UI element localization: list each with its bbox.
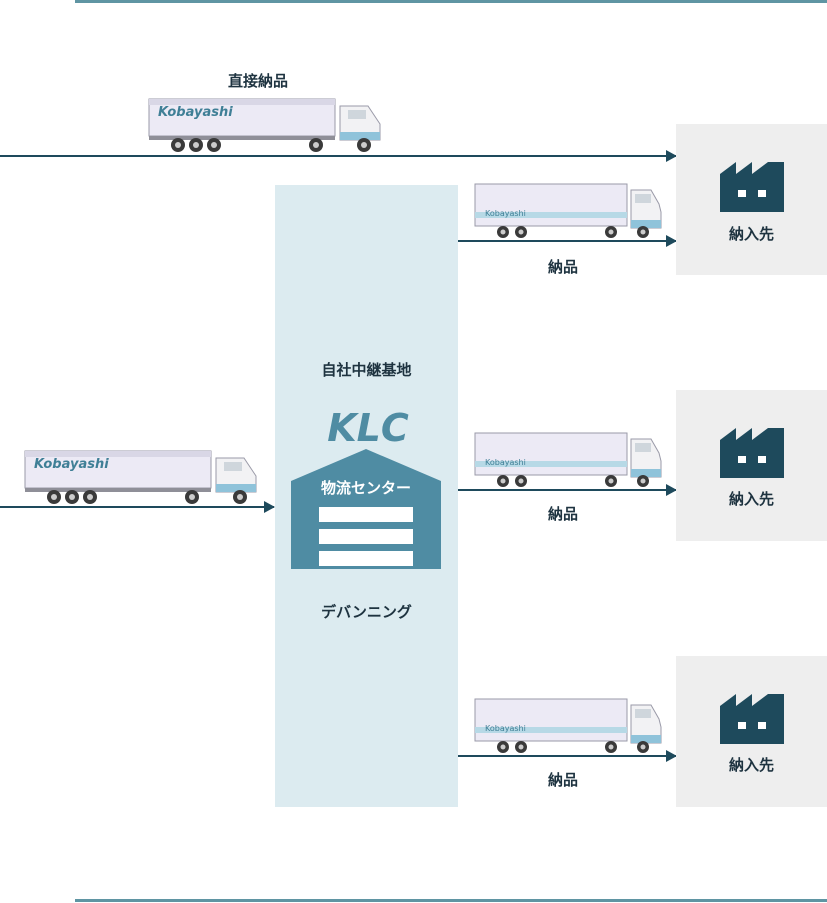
factory-icon (720, 162, 784, 212)
delivery-label-3: 納品 (547, 771, 578, 789)
svg-text:Kobayashi: Kobayashi (485, 209, 526, 218)
top-rule (75, 0, 827, 3)
incoming-arrow (0, 501, 275, 513)
destination-box-1: 納入先 (676, 124, 827, 275)
devanning-label: デバンニング (321, 603, 412, 621)
trailer-brand-text: Kobayashi (34, 457, 109, 472)
warehouse-label: 物流センター (321, 479, 411, 497)
delivery-truck-3: Kobayashi (474, 698, 662, 753)
svg-text:Kobayashi: Kobayashi (485, 458, 526, 467)
delivery-label-1: 納品 (547, 258, 578, 276)
relay-base-panel: 自社中継基地 KLC 物流センター デバンニング (275, 185, 458, 807)
delivery-arrow-3 (458, 750, 677, 762)
trailer-truck-direct: Kobayashi (148, 98, 381, 152)
destination-label-1: 納入先 (728, 225, 774, 243)
bottom-rule (75, 899, 827, 902)
destination-label-3: 納入先 (728, 756, 774, 774)
klc-logo-text: KLC (327, 407, 409, 447)
direct-delivery-arrow (0, 150, 677, 162)
factory-icon (720, 428, 784, 478)
direct-delivery-label: 直接納品 (227, 72, 288, 90)
factory-icon (720, 694, 784, 744)
delivery-truck-2: Kobayashi (474, 432, 662, 487)
destination-label-2: 納入先 (728, 490, 774, 508)
destination-box-3: 納入先 (676, 656, 827, 807)
klc-logo: KLC (327, 407, 409, 447)
destination-box-2: 納入先 (676, 390, 827, 541)
warehouse-icon: 物流センター (291, 449, 441, 569)
svg-text:Kobayashi: Kobayashi (485, 724, 526, 733)
delivery-arrow-1 (458, 235, 677, 247)
trailer-brand-text: Kobayashi (158, 105, 233, 120)
delivery-truck-1: Kobayashi (474, 183, 662, 238)
delivery-arrow-2 (458, 484, 677, 496)
trailer-truck-incoming: Kobayashi (24, 450, 257, 504)
relay-base-title: 自社中継基地 (321, 361, 412, 379)
delivery-label-2: 納品 (547, 505, 578, 523)
